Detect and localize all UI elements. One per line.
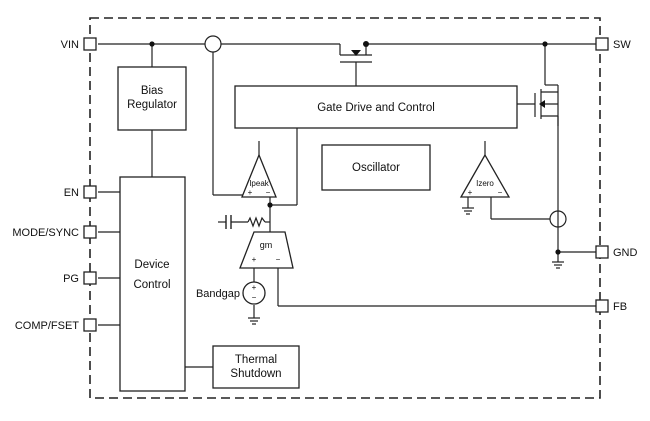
izero-comparator: Izero + −	[459, 153, 511, 198]
capacitor-icon	[225, 215, 232, 229]
pin-sw-label: SW	[613, 39, 631, 51]
high-side-fet-arrow-icon	[351, 50, 361, 56]
pin-vin-label: VIN	[61, 39, 79, 51]
gm-amplifier: gm + −	[239, 231, 294, 269]
pin-fb: FB	[595, 299, 627, 313]
wires	[98, 43, 596, 368]
pin-mode-sync-label: MODE/SYNC	[12, 227, 79, 239]
bias-regulator-block: Bias Regulator	[117, 66, 187, 131]
bandgap-source: + − Bandgap	[196, 281, 266, 305]
pin-comp-fset: COMP/FSET	[15, 318, 97, 332]
chip-boundary	[89, 17, 601, 399]
gm-minus-sign: −	[276, 255, 281, 264]
pin-comp-fset-label: COMP/FSET	[15, 320, 79, 332]
ipeak-comparator: Ipeak + −	[241, 153, 277, 198]
gate-drive-block: Gate Drive and Control	[234, 85, 518, 129]
thermal-shutdown-block: Thermal Shutdown	[212, 345, 300, 389]
device-control-block: Device Control	[119, 176, 186, 392]
bias-regulator-label-line2: Regulator	[127, 99, 177, 111]
izero-plus-sign: +	[468, 188, 473, 197]
pin-gnd-label: GND	[613, 247, 638, 259]
thermal-shutdown-label-line2: Shutdown	[230, 368, 281, 380]
bandgap-minus-sign: −	[252, 293, 257, 302]
pin-gnd: GND	[595, 245, 638, 259]
oscillator-block: Oscillator	[321, 144, 431, 191]
bandgap-label: Bandgap	[196, 288, 240, 300]
pin-sw: SW	[595, 37, 631, 51]
junction-dots	[149, 41, 561, 255]
thermal-shutdown-label-line1: Thermal	[235, 354, 277, 366]
ipeak-plus-sign: +	[248, 188, 253, 197]
bandgap-plus-sign: +	[252, 283, 257, 292]
device-control-label-line2: Control	[133, 279, 170, 291]
device-control-label-line1: Device	[134, 259, 169, 271]
izero-label: Izero	[476, 179, 494, 188]
resistor-icon	[247, 216, 266, 228]
ground-icon-gnd	[552, 261, 564, 269]
gate-drive-label: Gate Drive and Control	[317, 102, 435, 114]
oscillator-label: Oscillator	[352, 162, 400, 174]
bias-regulator-label-line1: Bias	[141, 85, 164, 97]
izero-minus-sign: −	[498, 188, 503, 197]
gm-plus-sign: +	[252, 255, 257, 264]
pin-en-label: EN	[64, 187, 79, 199]
ground-icon-izero	[462, 197, 474, 215]
ground-icon-bandgap	[248, 317, 260, 325]
pin-pg: PG	[63, 271, 97, 285]
pin-mode-sync: MODE/SYNC	[12, 225, 97, 239]
vin-current-sense-icon	[204, 35, 222, 53]
pin-vin: VIN	[61, 37, 97, 51]
ipeak-label: Ipeak	[249, 179, 270, 188]
pin-pg-label: PG	[63, 273, 79, 285]
gm-label: gm	[260, 240, 273, 250]
low-side-fet-arrow-icon	[539, 100, 545, 108]
pin-en: EN	[64, 185, 97, 199]
ipeak-minus-sign: −	[266, 188, 271, 197]
pin-fb-label: FB	[613, 301, 627, 313]
